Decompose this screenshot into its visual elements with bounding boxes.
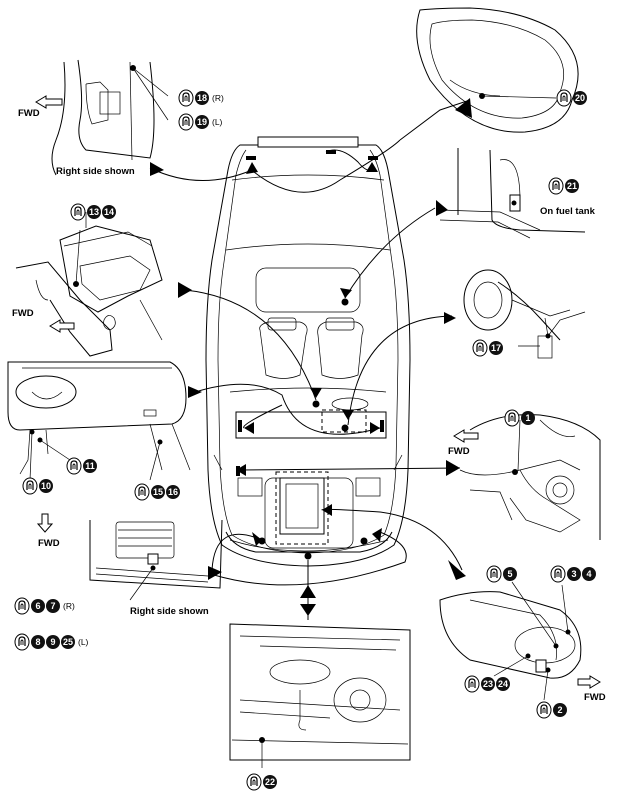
ground-connector-icon <box>178 113 194 131</box>
callout-number-badge: 6 <box>31 599 45 613</box>
ground-connector-icon <box>14 633 30 651</box>
callout-number-badge: 10 <box>39 479 53 493</box>
side-marker: (R) <box>63 601 75 611</box>
callout-number-badge: 7 <box>46 599 60 613</box>
callout-number-badge: 2 <box>553 703 567 717</box>
vehicle-body <box>205 136 411 567</box>
ground-connector-icon <box>472 339 488 357</box>
callout-20: 20 <box>556 88 587 108</box>
fwd-label-top-left: FWD <box>18 108 40 119</box>
fwd-label-right-mid: FWD <box>448 446 470 457</box>
detail-door-sill <box>89 519 223 601</box>
callout-number-badge: 19 <box>195 115 209 129</box>
callout-19: 19(L) <box>178 112 222 132</box>
detail-instrument-panel <box>7 361 191 481</box>
right-side-shown-label-bottom: Right side shown <box>130 606 209 617</box>
ground-connector-icon <box>556 89 572 107</box>
ground-connector-icon <box>504 409 520 427</box>
detail-fender-area <box>439 581 582 701</box>
callout-1: 1 <box>504 408 535 428</box>
callout-number-badge: 8 <box>31 635 45 649</box>
ground-connector-icon <box>70 203 86 221</box>
callout-number-badge: 3 <box>567 567 581 581</box>
detail-right-rear-quarter <box>51 59 169 176</box>
leader-lines <box>149 99 471 620</box>
callout-number-badge: 15 <box>151 485 165 499</box>
ground-connector-icon <box>66 457 82 475</box>
callout-number-badge: 20 <box>573 91 587 105</box>
fwd-arrows <box>35 95 601 689</box>
ground-connector-icon <box>464 675 480 693</box>
callout-number-badge: 9 <box>46 635 60 649</box>
callout-18: 18(R) <box>178 88 224 108</box>
fwd-label-right-low: FWD <box>584 692 606 703</box>
callout-17: 17 <box>472 338 503 358</box>
callout-number-badge: 21 <box>565 179 579 193</box>
ground-connector-icon <box>246 773 262 791</box>
detail-steering <box>463 269 586 359</box>
callout-11: 11 <box>66 456 97 476</box>
detail-engine-bay <box>459 414 601 540</box>
ground-connector-icon <box>134 483 150 501</box>
callout-number-badge: 18 <box>195 91 209 105</box>
callout-number-badge: 24 <box>496 677 510 691</box>
side-marker: (L) <box>78 637 89 647</box>
callout-number-badge: 4 <box>582 567 596 581</box>
callout-number-badge: 13 <box>87 205 101 219</box>
ground-connector-icon <box>22 477 38 495</box>
callout-5: 5 <box>486 564 517 584</box>
callout-number-badge: 25 <box>61 635 75 649</box>
callout-number-badge: 23 <box>481 677 495 691</box>
callout-number-badge: 22 <box>263 775 277 789</box>
ground-connector-icon <box>536 701 552 719</box>
detail-tailgate <box>416 7 579 133</box>
detail-fuel-tank <box>439 148 586 239</box>
side-marker: (L) <box>212 117 223 127</box>
ground-connector-icon <box>178 89 194 107</box>
ground-connector-icon <box>548 177 564 195</box>
callout-number-badge: 14 <box>102 205 116 219</box>
callout-number-badge: 1 <box>521 411 535 425</box>
ground-connector-icon <box>486 565 502 583</box>
side-marker: (R) <box>212 93 224 103</box>
detail-ecu <box>15 212 163 357</box>
callout-number-badge: 17 <box>489 341 503 355</box>
right-side-shown-label-top: Right side shown <box>56 166 135 177</box>
callout-number-badge: 11 <box>83 459 97 473</box>
ground-connector-icon <box>550 565 566 583</box>
callout-number-badge: 5 <box>503 567 517 581</box>
callout-10: 10 <box>22 476 53 496</box>
callout-2: 2 <box>536 700 567 720</box>
arrow-heads <box>150 98 472 616</box>
on-fuel-tank-label: On fuel tank <box>540 206 595 217</box>
callout-22: 22 <box>246 772 277 792</box>
fwd-label-left-low: FWD <box>38 538 60 549</box>
callout-number-badge: 16 <box>166 485 180 499</box>
callout-21: 21 <box>548 176 579 196</box>
fwd-label-mid-left: FWD <box>12 308 34 319</box>
ground-connector-icon <box>14 597 30 615</box>
detail-rear-underbody <box>229 623 411 768</box>
